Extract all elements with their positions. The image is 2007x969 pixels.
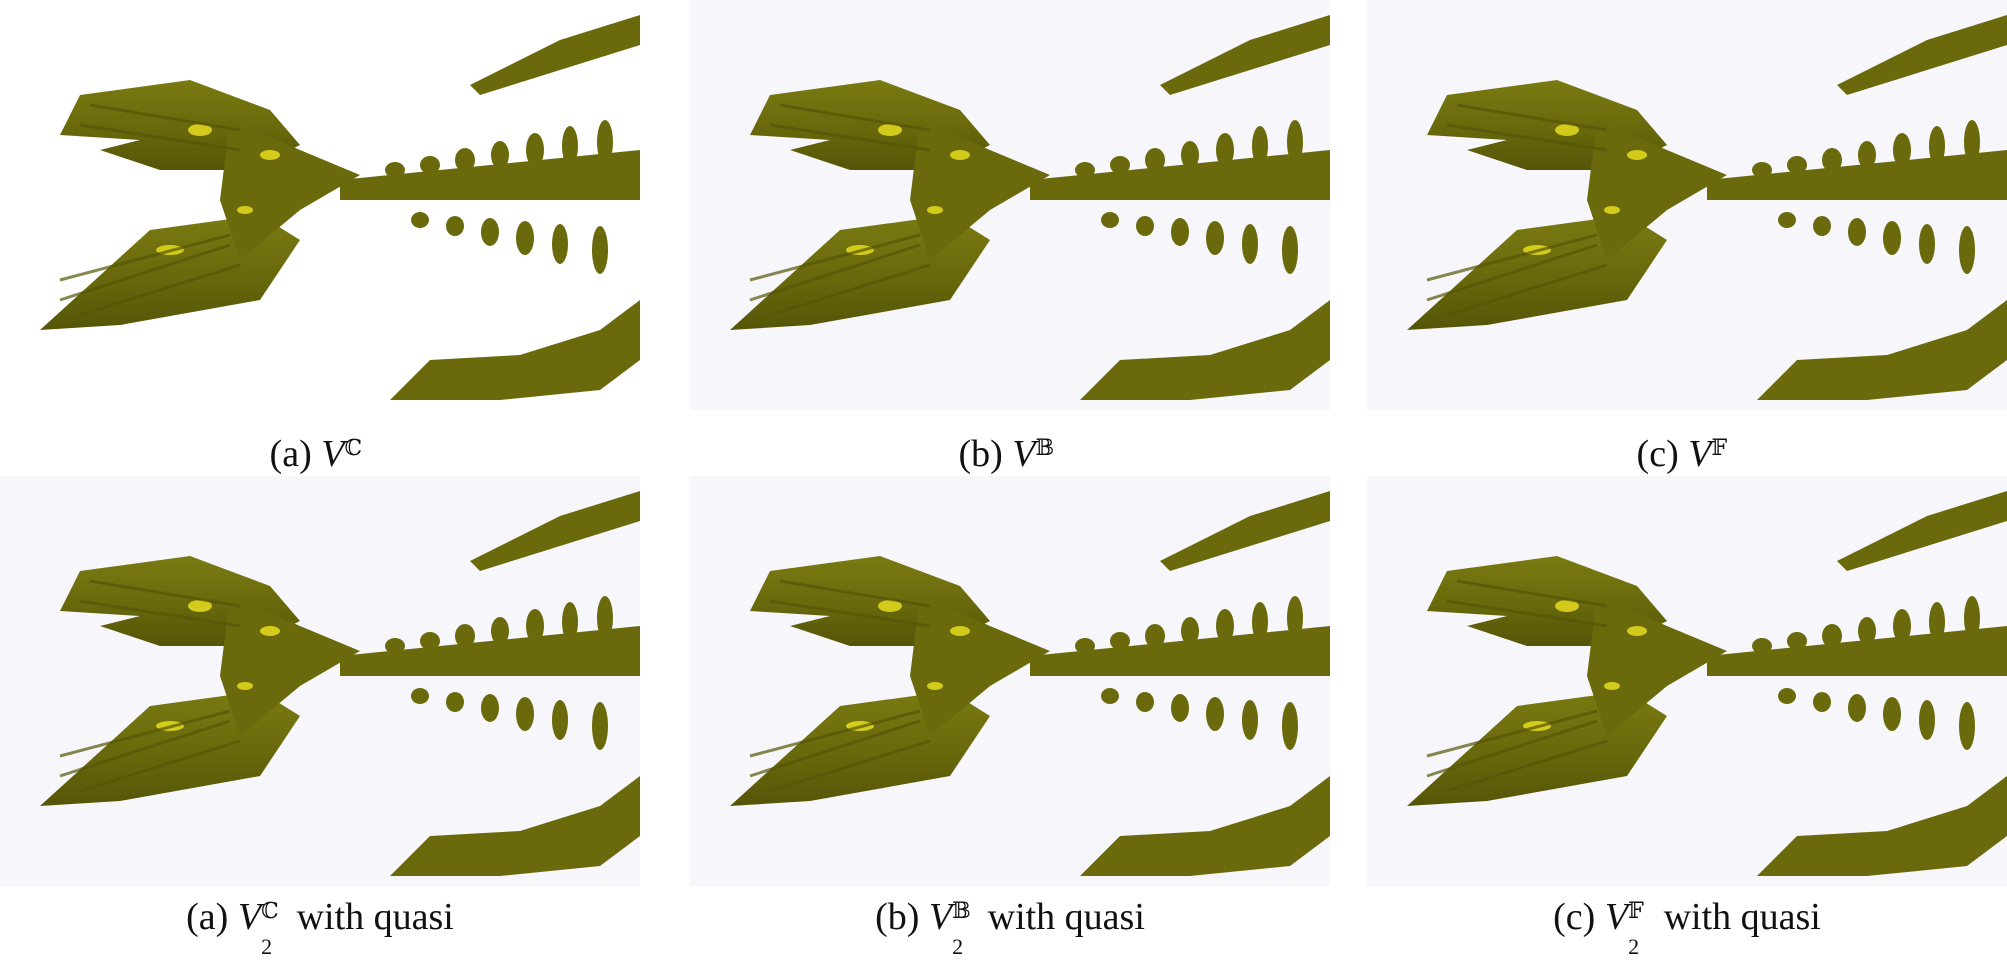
figure-panel-b-bot bbox=[690, 476, 1330, 886]
figure-panel-c-bot bbox=[1367, 476, 2007, 886]
caption-b-top: (b) V𝔹2 bbox=[958, 433, 1055, 496]
fish-render-image bbox=[0, 0, 640, 410]
fish-render-image bbox=[1367, 0, 2007, 410]
fish-render-image bbox=[690, 0, 1330, 410]
caption-c-top: (c) V𝔽2 bbox=[1636, 433, 1728, 496]
figure-panel-a-top bbox=[0, 0, 640, 410]
figure-panel-a-bot bbox=[0, 476, 640, 886]
figure-panel-c-top bbox=[1367, 0, 2007, 410]
fish-render-image bbox=[690, 476, 1330, 886]
caption-a-top: (a) Vℂ2 bbox=[269, 433, 362, 496]
figure-panel-b-top bbox=[690, 0, 1330, 410]
fish-render-image bbox=[1367, 476, 2007, 886]
fish-render-image bbox=[0, 476, 640, 886]
